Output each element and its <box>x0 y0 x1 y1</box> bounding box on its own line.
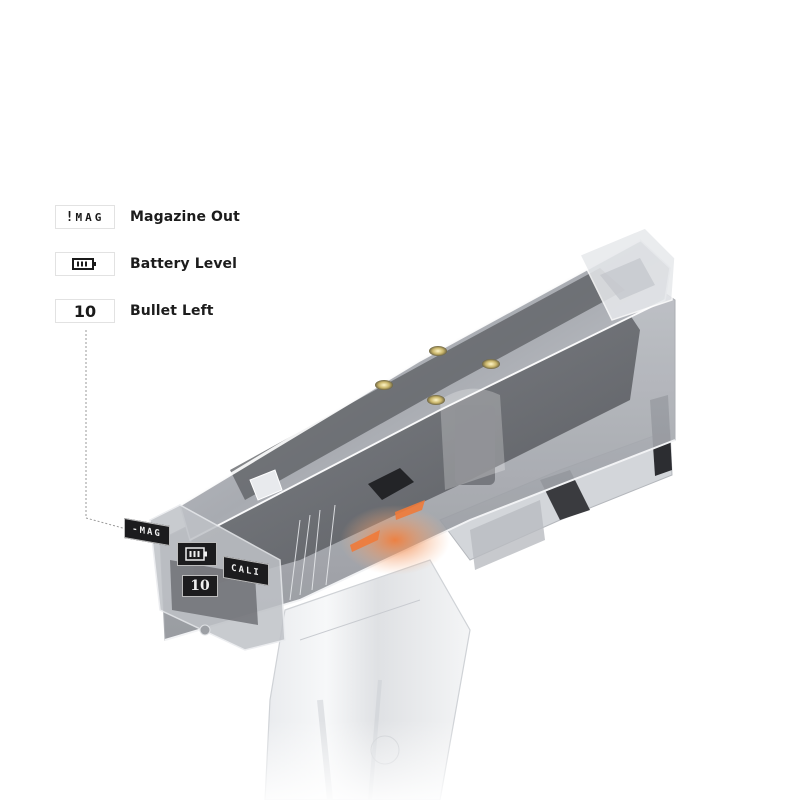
bullet-count-icon: 10 <box>55 299 115 323</box>
leader-line <box>85 330 131 531</box>
mag-warning-icon: !MAG <box>55 205 115 229</box>
legend-label: Magazine Out <box>130 209 240 225</box>
selector-switch <box>368 468 414 500</box>
battery-icon <box>185 547 207 561</box>
legend-label: Bullet Left <box>130 303 214 319</box>
legend-item-magazine-out: !MAG Magazine Out <box>55 205 240 229</box>
legend-item-bullet-left: 10 Bullet Left <box>55 299 214 323</box>
device-count-display: 10 <box>182 575 218 597</box>
device-battery-display <box>177 542 217 566</box>
legend-item-battery-level: Battery Level <box>55 252 237 276</box>
legend-label: Battery Level <box>130 256 238 272</box>
battery-icon <box>55 252 115 276</box>
led-indicator <box>482 359 500 369</box>
led-indicator <box>427 395 445 405</box>
led-indicator <box>375 380 393 390</box>
led-indicator <box>429 346 447 356</box>
